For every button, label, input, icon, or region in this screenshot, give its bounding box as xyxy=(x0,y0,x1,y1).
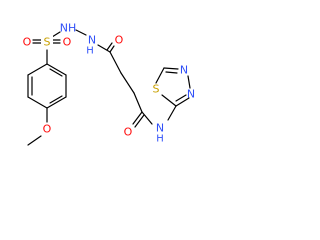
bond-c-n-amide xyxy=(141,111,153,125)
carbonyl-oxygen-bottom-label: O xyxy=(124,126,133,139)
thiadiazole-nitrogen-2-label: N xyxy=(187,88,195,101)
thiadiazole-nitrogen-1-label: N xyxy=(180,64,188,77)
bond-bz-6 xyxy=(27,63,48,76)
bond-nh-n xyxy=(75,29,87,36)
bond-chain-1 xyxy=(109,51,122,74)
bond-c-o-bottom-1 xyxy=(132,111,143,125)
bond-s-nh xyxy=(51,31,61,38)
amide-nitrogen-label: N xyxy=(156,122,164,135)
bond-bz-3 xyxy=(46,96,67,109)
bond-c-o-top-1 xyxy=(109,45,115,53)
amide-hydrogen-label: H xyxy=(156,134,164,145)
bond-bz-inner-2 xyxy=(49,95,63,104)
sulfonyl-oxygen-right-label: O xyxy=(63,36,72,49)
carbonyl-oxygen-top-label: O xyxy=(115,34,124,47)
methoxy-oxygen-label: O xyxy=(43,123,52,136)
bond-chain-3 xyxy=(133,92,143,113)
bond-o-ch3 xyxy=(27,135,42,146)
atom-labels: S O O NH N H O O N H S N N O xyxy=(23,22,195,145)
bond-ring-n3-c2-2 xyxy=(175,94,187,102)
molecule-structure-diagram: S O O NH N H O O N H S N N O xyxy=(23,22,195,146)
bond-chain-2 xyxy=(120,72,135,94)
thiadiazole-sulfur-label: S xyxy=(153,83,160,96)
bond-ring-s-c5 xyxy=(155,67,165,84)
bond-amide-n-thiadiazole xyxy=(167,105,177,121)
hydrazide-nitrogen-label: N xyxy=(88,34,96,47)
bond-ring-c5-n4-1 xyxy=(163,67,179,70)
bond-c-o-bottom-2 xyxy=(134,114,145,128)
bond-c-o-top-2 xyxy=(106,42,113,51)
hydrazide-hydrogen-label: H xyxy=(86,46,94,57)
bond-ring-n4-n3 xyxy=(187,75,191,89)
bond-bz-4 xyxy=(27,96,48,109)
sulfonyl-sulfur-label: S xyxy=(44,36,51,49)
bond-n-c-top xyxy=(97,44,111,53)
bond-bz-inner-1 xyxy=(49,68,63,77)
bond-bz-1 xyxy=(46,63,67,76)
bond-ring-c2-s xyxy=(161,94,177,107)
sulfonyl-nh-label: NH xyxy=(60,22,77,35)
bond-ring-n3-c2-1 xyxy=(175,97,190,107)
sulfonyl-oxygen-left-label: O xyxy=(23,36,32,49)
bonds xyxy=(27,29,191,146)
bond-ring-c5-n4-2 xyxy=(165,71,178,74)
